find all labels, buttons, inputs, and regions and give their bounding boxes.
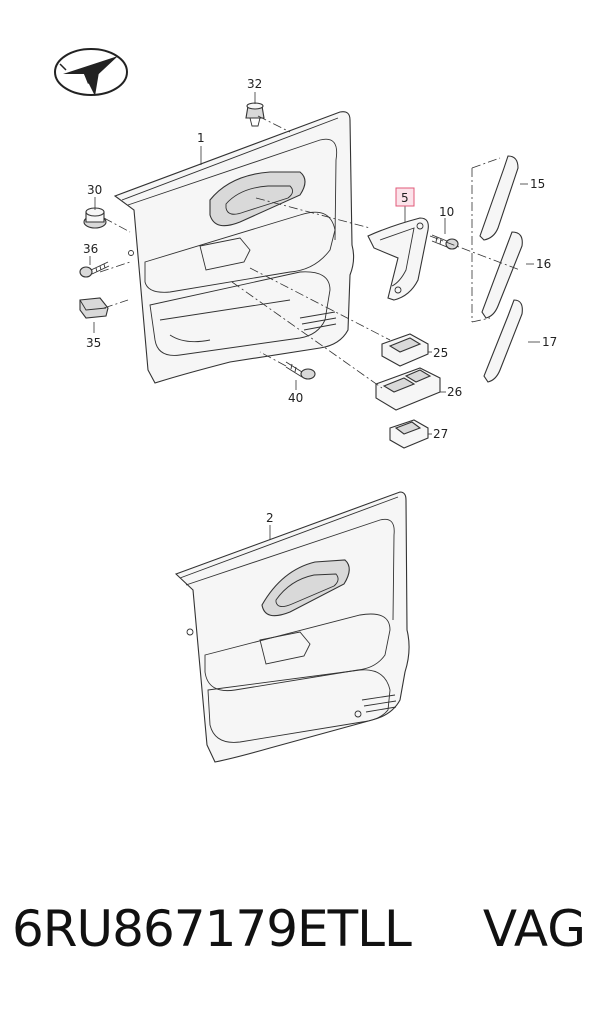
clip-32 (245, 102, 265, 127)
door-panel-lower (174, 491, 410, 763)
callout-36: 36 (83, 242, 98, 256)
callout-15: 15 (530, 177, 545, 191)
callout-5-highlight (395, 187, 415, 207)
callout-2: 2 (266, 511, 274, 525)
assembly-lines (99, 115, 521, 389)
brand-name: VAG (482, 900, 586, 958)
footer: 6RU867179ETLL VAG (0, 900, 600, 980)
callout-10: 10 (439, 205, 454, 219)
switch-26 (375, 367, 441, 411)
callout-5: 5 (401, 191, 409, 205)
trim-strip-15 (479, 155, 519, 241)
cap-35 (79, 297, 109, 319)
callout-30: 30 (87, 183, 102, 197)
trim-strip-17 (483, 299, 523, 383)
callout-16: 16 (536, 257, 551, 271)
screw-10 (431, 234, 459, 250)
callout-32: 32 (247, 77, 262, 91)
switch-25 (381, 333, 429, 367)
callout-40: 40 (288, 391, 303, 405)
callout-1: 1 (197, 131, 205, 145)
leader-lines (89, 92, 540, 540)
screw-36 (79, 261, 110, 278)
door-panel-upper (113, 111, 355, 384)
callout-27: 27 (433, 427, 448, 441)
exploded-parts-diagram: 1 32 30 36 35 40 5 10 15 16 17 25 26 27 … (54, 48, 557, 763)
logo-icon (54, 48, 128, 96)
part-number: 6RU867179ETLL (12, 900, 412, 958)
callout-35: 35 (86, 336, 101, 350)
clip-30 (83, 207, 107, 229)
trim-strip-16 (481, 231, 523, 319)
callout-25: 25 (433, 346, 448, 360)
screw-40 (285, 361, 316, 380)
callout-26: 26 (447, 385, 462, 399)
handle-bracket-5 (367, 217, 429, 301)
callout-17: 17 (542, 335, 557, 349)
switch-27 (389, 419, 429, 449)
